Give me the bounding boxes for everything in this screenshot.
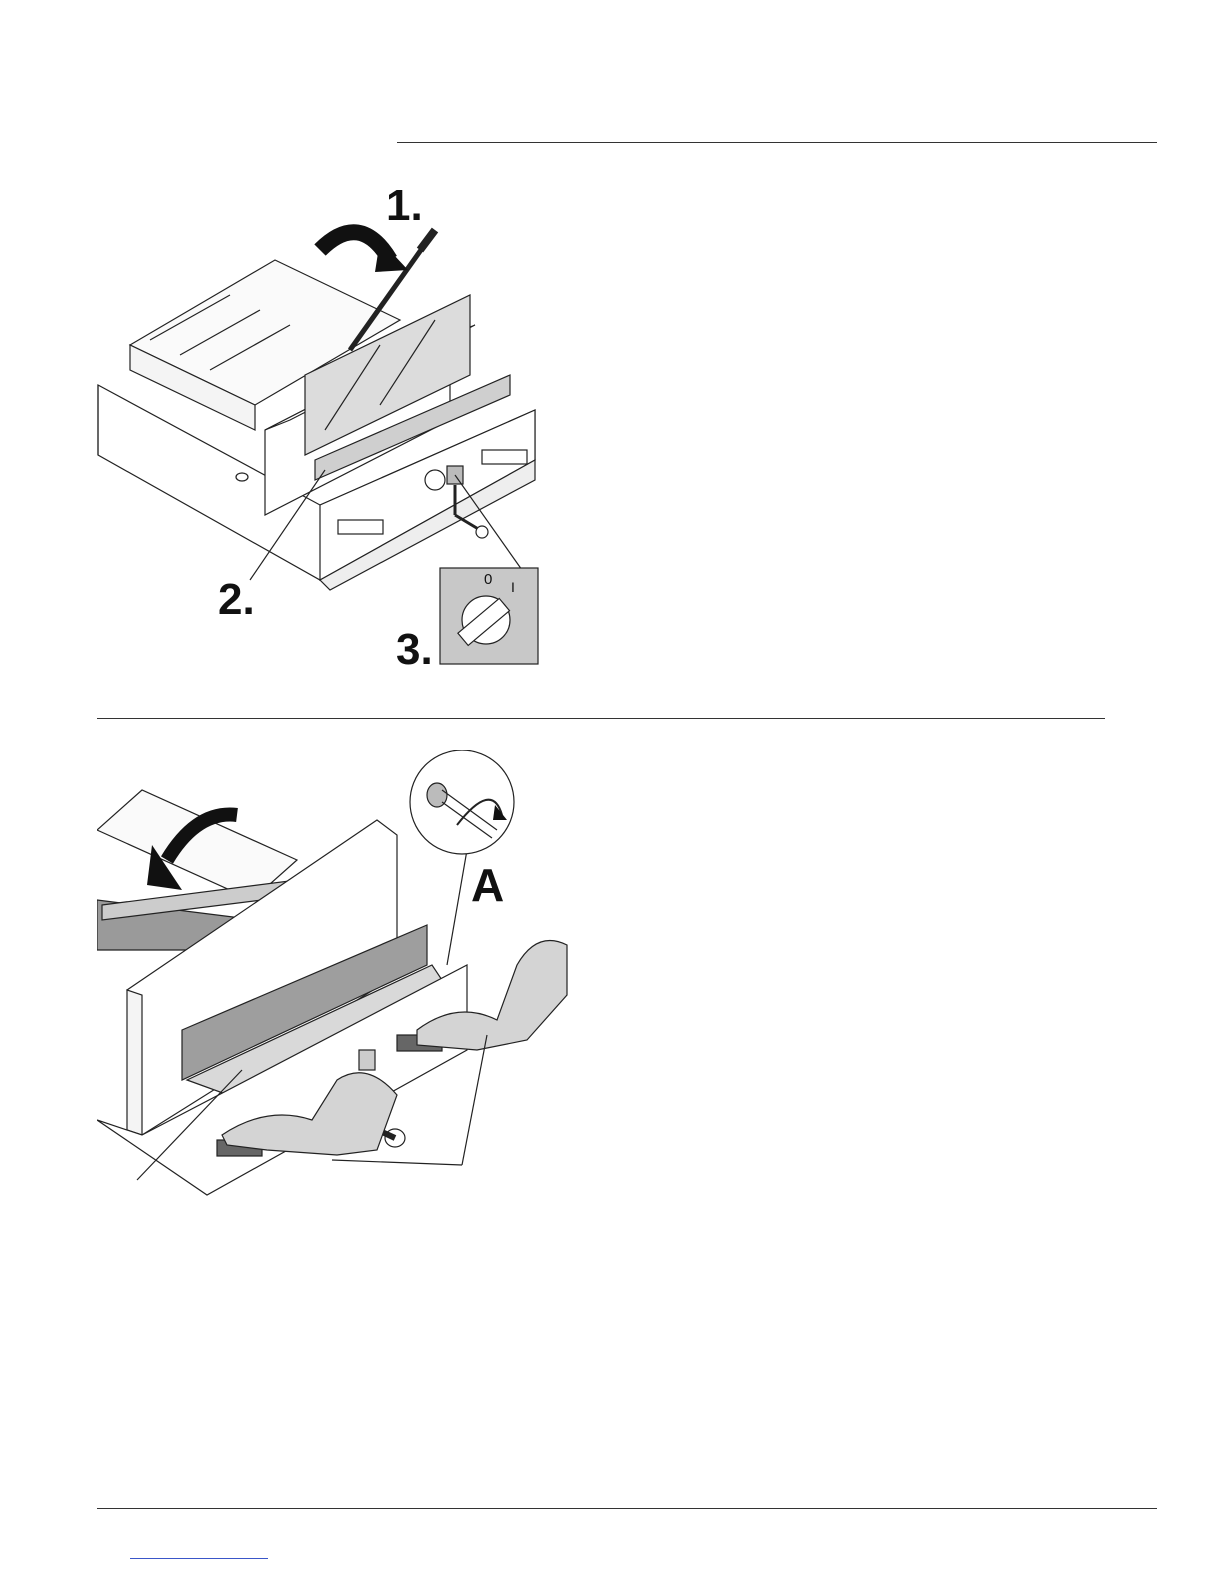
step-1-label: 1. [386, 184, 423, 228]
cutter-illustration [90, 170, 560, 680]
switch-on-label: I [511, 580, 515, 594]
step-3-label: 3. [396, 628, 433, 672]
step-2-label: 2. [218, 578, 255, 622]
two-hand-illustration [97, 750, 572, 1200]
footer-link-underline[interactable] [130, 1558, 268, 1559]
two-hand-operation-figure: A [97, 750, 572, 1200]
switch-off-label: 0 [484, 572, 492, 587]
bottom-rule [97, 1508, 1157, 1509]
callout-a-label: A [471, 862, 504, 908]
top-rule [397, 142, 1157, 143]
middle-rule [97, 718, 1105, 719]
cutter-setup-figure: 1. 2. 3. 0 I [90, 170, 560, 680]
